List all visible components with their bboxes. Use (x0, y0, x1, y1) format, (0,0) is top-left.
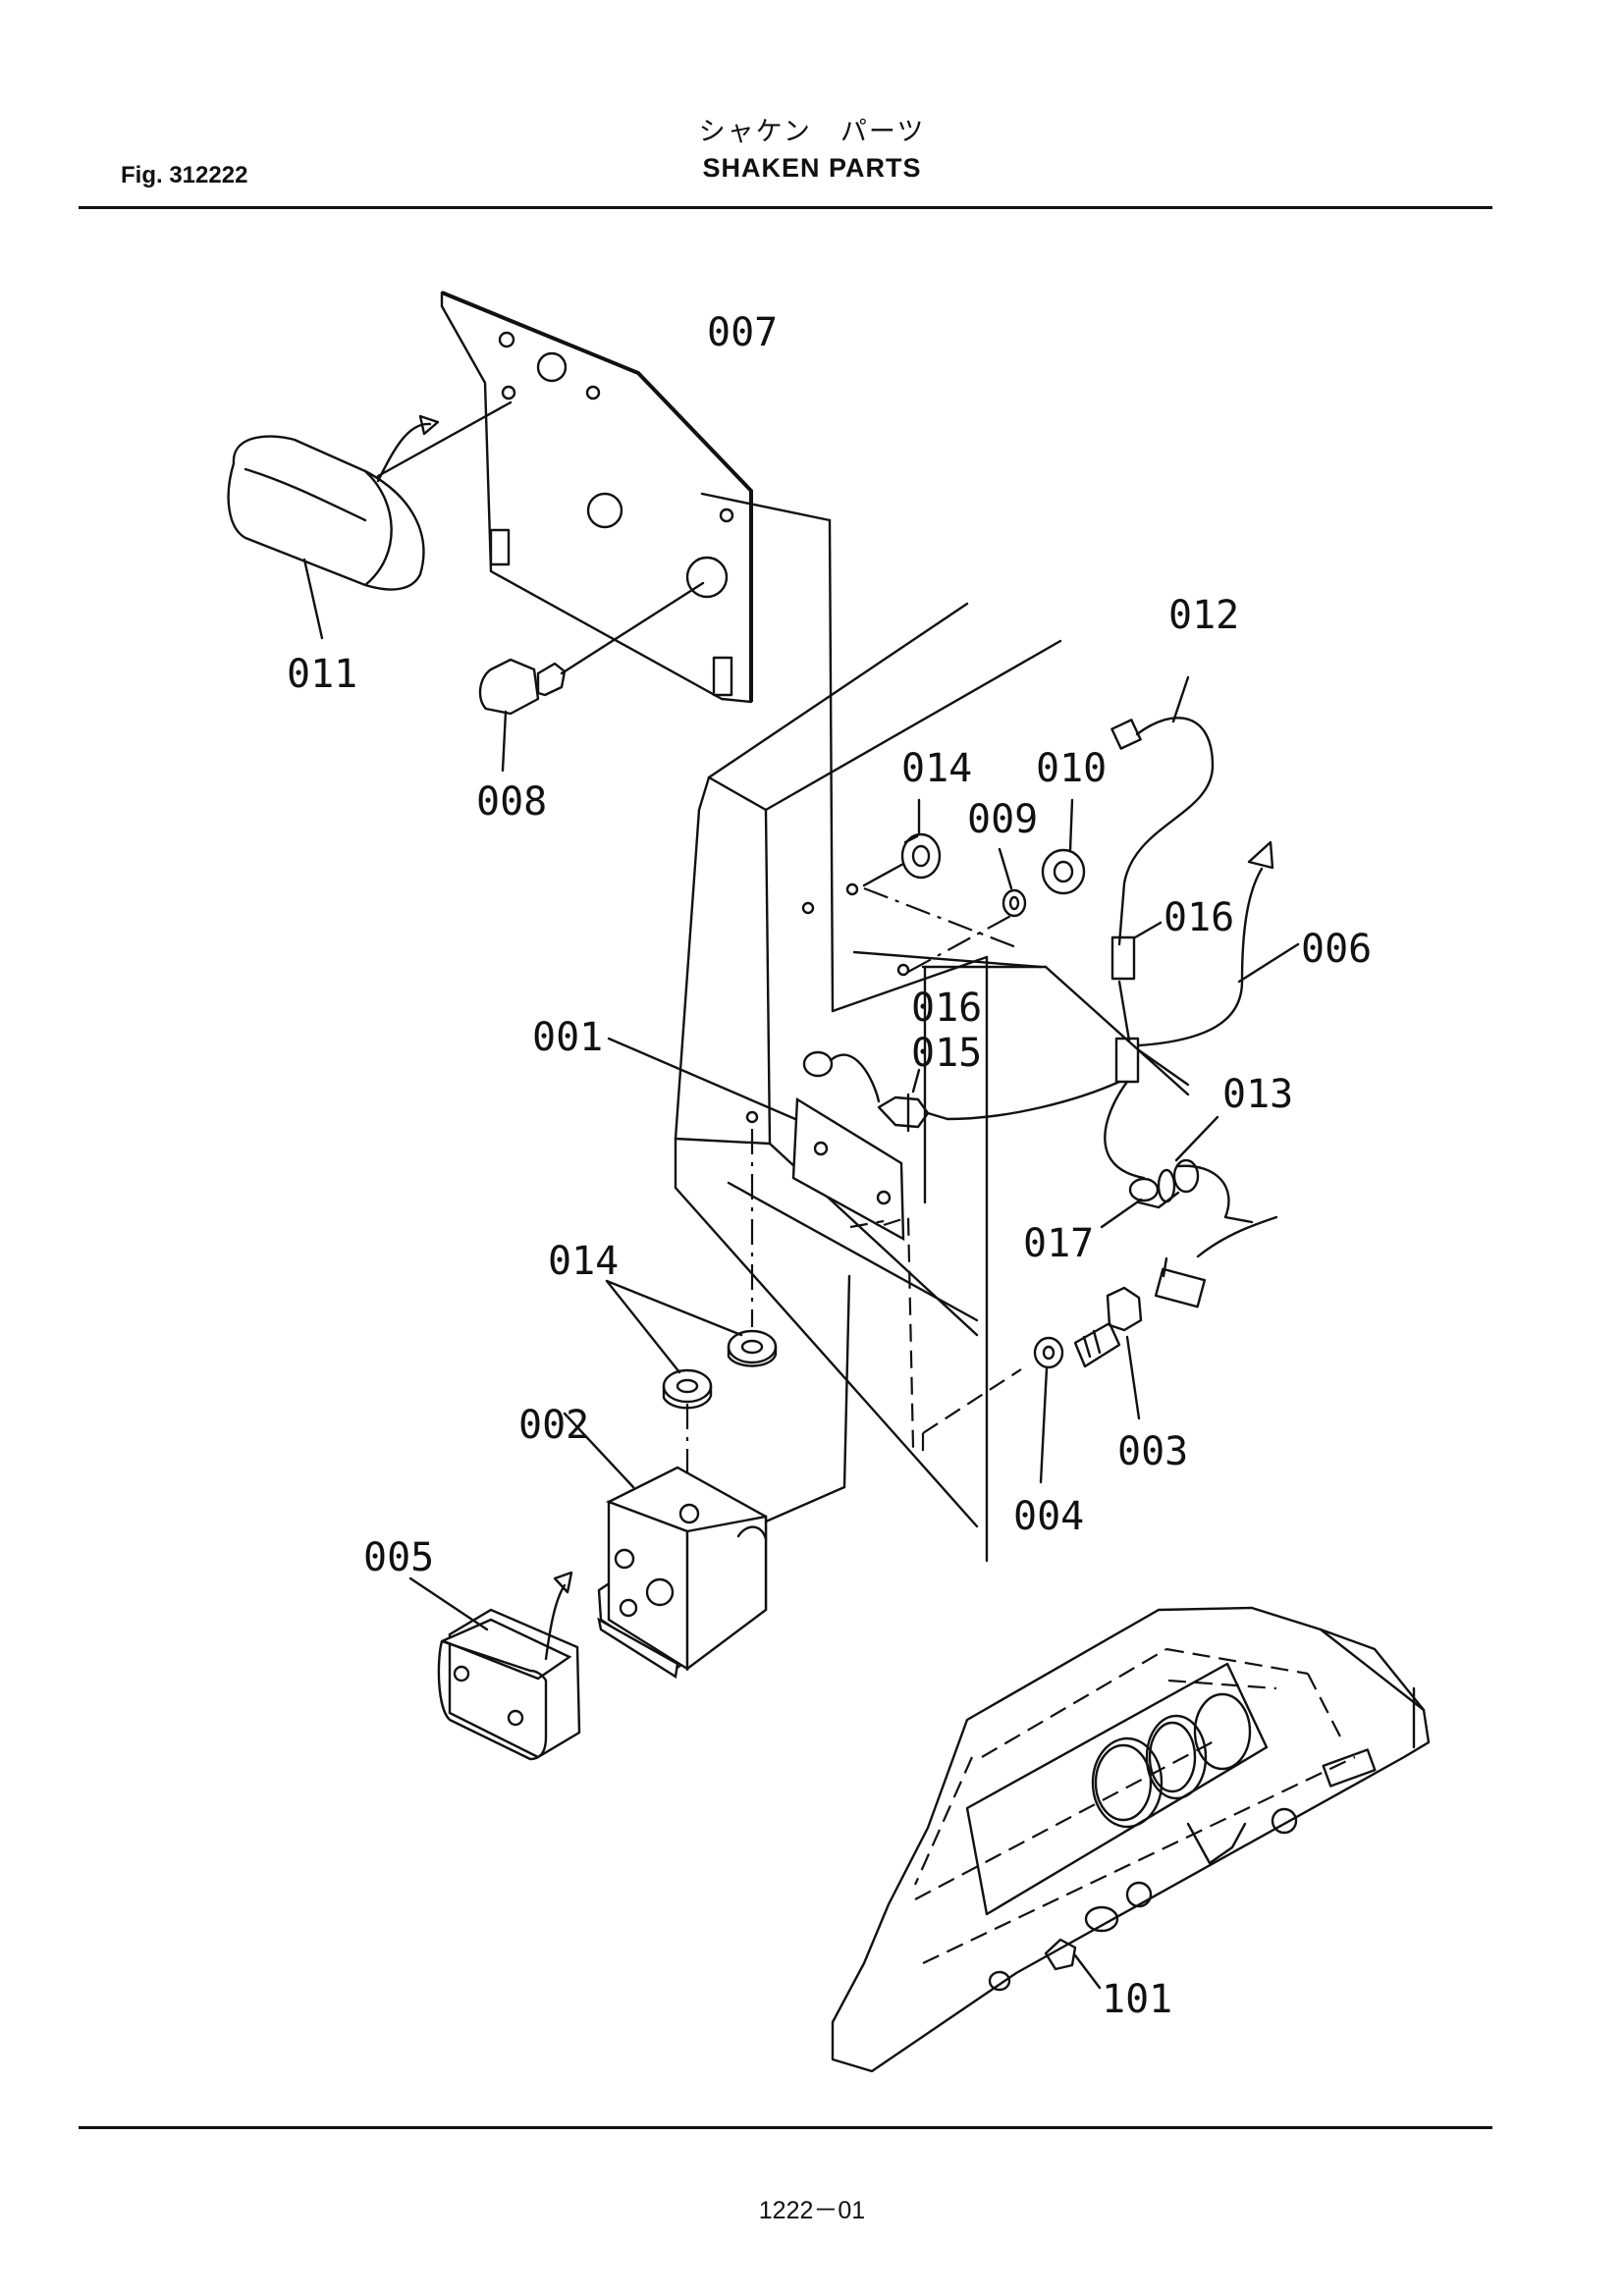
label-011: 011 (287, 652, 357, 697)
washer-004 (921, 1336, 1064, 1484)
label-017: 017 (1023, 1221, 1094, 1266)
label-007: 007 (707, 310, 778, 355)
washer-009 (998, 847, 1027, 918)
bracket-002 (563, 1274, 851, 1679)
bolt-008 (478, 581, 705, 773)
part-labels: 007 011 008 012 014 010 009 016 006 016 … (287, 310, 1372, 2022)
plate-bracket-007 (440, 291, 753, 704)
body-panel (674, 492, 1190, 1563)
bulb-socket-015 (802, 1050, 1121, 1133)
page-title-japanese: シャケン パーツ (698, 117, 926, 147)
grommet-014-lower (605, 1129, 778, 1487)
label-101: 101 (1102, 1977, 1172, 2022)
label-005: 005 (363, 1535, 434, 1580)
label-016-right: 016 (1164, 895, 1234, 940)
label-004: 004 (1013, 1494, 1084, 1539)
figure-number: Fig. 312222 (121, 162, 248, 188)
label-002: 002 (518, 1403, 589, 1448)
footer-rule (79, 2126, 1492, 2129)
nut-010 (1041, 798, 1086, 895)
lamp-011 (227, 400, 513, 640)
header-rule (79, 206, 1492, 209)
plate-001 (607, 1037, 915, 1449)
label-008: 008 (476, 779, 547, 825)
label-015: 015 (911, 1031, 982, 1076)
lamp-005 (408, 1571, 581, 1761)
instrument-panel (831, 1606, 1431, 2073)
page-number: 1222－01 (758, 2197, 866, 2224)
label-001: 001 (532, 1015, 603, 1060)
label-014-top: 014 (901, 746, 972, 791)
grommet-014-top (862, 798, 942, 887)
label-009: 009 (967, 797, 1038, 842)
label-006: 006 (1301, 927, 1372, 972)
connector-013 (1100, 1115, 1219, 1229)
label-013: 013 (1222, 1072, 1293, 1117)
label-003: 003 (1117, 1429, 1188, 1474)
label-014-lower: 014 (548, 1239, 619, 1284)
wire-harness-012 (1104, 675, 1300, 1308)
label-010: 010 (1036, 746, 1107, 791)
label-012: 012 (1168, 593, 1239, 638)
label-016-left: 016 (911, 986, 982, 1031)
bolt-003 (1073, 1286, 1143, 1420)
page-title: SHAKEN PARTS (702, 153, 922, 183)
